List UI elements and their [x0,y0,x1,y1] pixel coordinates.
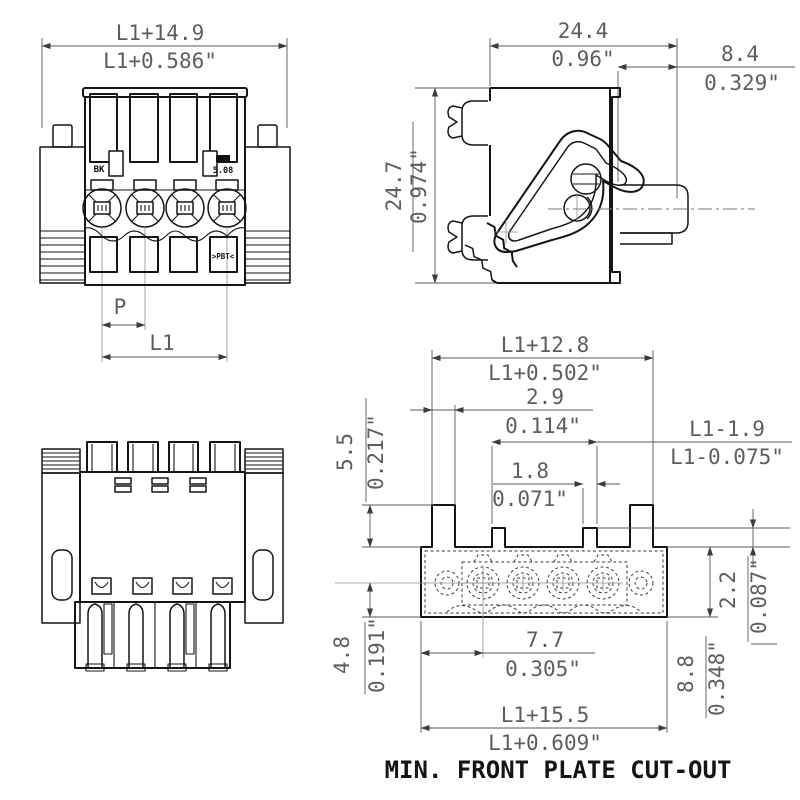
dim-front-width-mm: L1+14.9 [116,21,205,45]
dim-notch-height-mm: 2.2 [716,571,740,609]
rear-view [41,441,284,672]
dim-front-pitch: P [114,295,127,319]
front-view-dimensions: L1+14.9 L1+0.586" P L1 [41,21,288,362]
hatch-right-flange [245,230,290,281]
wire-stub [620,184,689,234]
lever-inner [507,140,628,242]
marking-material: >PBT< [212,252,235,261]
dim-tab-span-inch: L1+0.502" [488,361,602,385]
front-view-geometry: BK 5.08 >PBT< [39,87,291,286]
front-view: L1+14.9 L1+0.586" P L1 BK 5.08 [39,21,291,362]
cutout-outline [420,504,668,618]
dim-side-depth-inch: 0.96" [551,47,614,71]
marking-left: BK [94,165,105,175]
dim-open-height-mm: 8.8 [674,655,698,693]
rear-view-geometry [41,441,284,672]
dim-notch-span-mm: L1-1.9 [689,417,765,441]
hatch-left-rail [42,452,80,470]
dim-side-lever-inch: 0.329" [704,71,780,95]
dim-side-height-mm: 24.7 [382,161,406,212]
phantom-connector-outline [424,550,664,614]
cutout-geometry [335,504,668,658]
dim-tab-width-mm: 2.9 [526,385,564,409]
lever-outline [493,129,645,253]
wire-jaw-serration-2 [464,244,493,281]
side-view: 24.4 0.96" 8.4 0.329" 24.7 0.974" [382,19,795,284]
dim-pole-offset-h-mm: 7.7 [526,628,564,652]
dim-notch-span-inch: L1-0.075" [670,445,784,469]
wire-jaw-serration [486,222,518,268]
dim-notch-height-inch: 0.087" [747,558,771,634]
dim-notch-width-mm: 1.8 [511,459,549,483]
dim-front-width-inch: L1+0.586" [103,49,217,73]
hatch-right-rail [245,452,283,470]
dim-front-span: L1 [149,331,174,355]
marking-right: 5.08 [213,166,233,176]
dim-notch-width-inch: 0.071" [492,487,568,511]
side-view-dimensions: 24.4 0.96" 8.4 0.329" 24.7 0.974" [382,19,795,284]
dim-pole-offset-h-inch: 0.305" [505,657,581,681]
cutout-caption: MIN. FRONT PLATE CUT-OUT [385,756,732,784]
dim-total-width-mm: L1+15.5 [501,703,590,727]
cutout-view: L1+12.8 L1+0.502" 2.9 0.114" L1-1.9 L1-0… [330,333,792,784]
dim-tab-height-mm: 5.5 [333,433,357,471]
phantom-terminal-block [461,561,628,606]
side-view-geometry [447,87,755,284]
dim-side-depth-mm: 24.4 [558,19,609,43]
dim-pole-offset-v-inch: 0.191" [365,617,389,693]
dim-open-height-inch: 0.348" [705,640,729,716]
cutout-dimensions: L1+12.8 L1+0.502" 2.9 0.114" L1-1.9 L1-0… [330,333,792,755]
dim-tab-width-inch: 0.114" [505,414,581,438]
hatch-left-flange [40,230,85,281]
dim-side-lever-mm: 8.4 [721,42,759,66]
dim-total-width-inch: L1+0.609" [488,731,602,755]
phantom-scallop [446,604,642,614]
dim-tab-span-mm: L1+12.8 [501,333,590,357]
dim-tab-height-inch: 0.217" [364,414,388,490]
dim-side-height-inch: 0.974" [407,148,431,224]
front-plate [609,87,621,284]
lever-screw [570,163,602,195]
dim-pole-offset-v-mm: 4.8 [330,636,354,674]
